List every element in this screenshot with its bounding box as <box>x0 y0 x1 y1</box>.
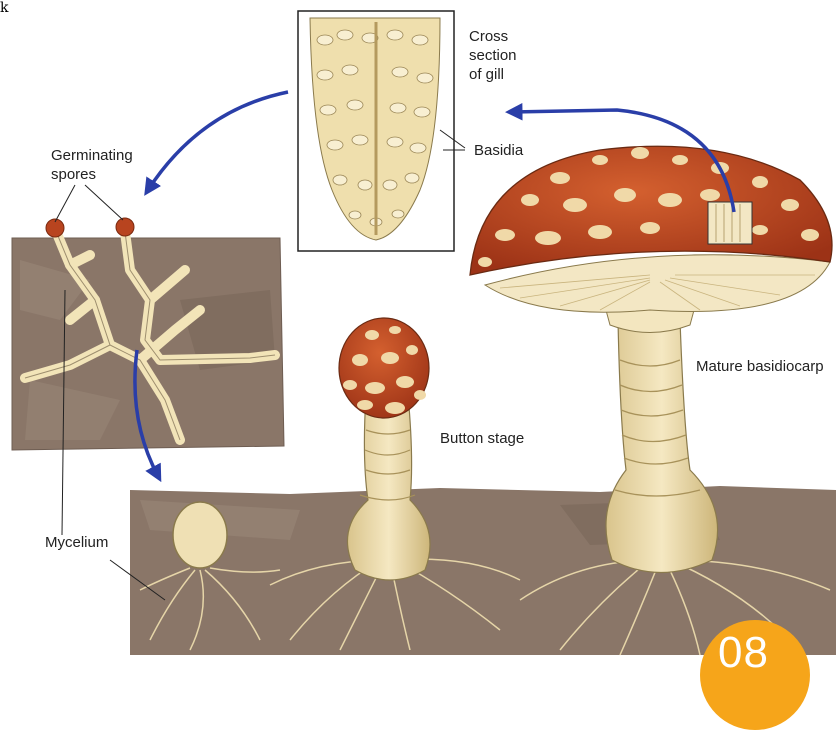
label-cross-section: Cross section of gill <box>469 27 517 84</box>
button-stage-mushroom <box>339 318 430 580</box>
page-number-text: 08 <box>718 628 769 678</box>
label-button-stage: Button stage <box>440 429 524 448</box>
label-basidia: Basidia <box>474 141 523 160</box>
label-mycelium: Mycelium <box>45 533 108 552</box>
fungus-life-cycle-diagram: k <box>0 0 840 659</box>
diagram-artwork <box>0 0 840 659</box>
gill-cross-section-inset <box>298 11 454 251</box>
label-mature-basidiocarp: Mature basidiocarp <box>696 357 824 376</box>
egg-primordium <box>173 502 227 568</box>
label-germinating-spores: Germinating spores <box>51 146 133 184</box>
spore-right <box>116 218 134 236</box>
